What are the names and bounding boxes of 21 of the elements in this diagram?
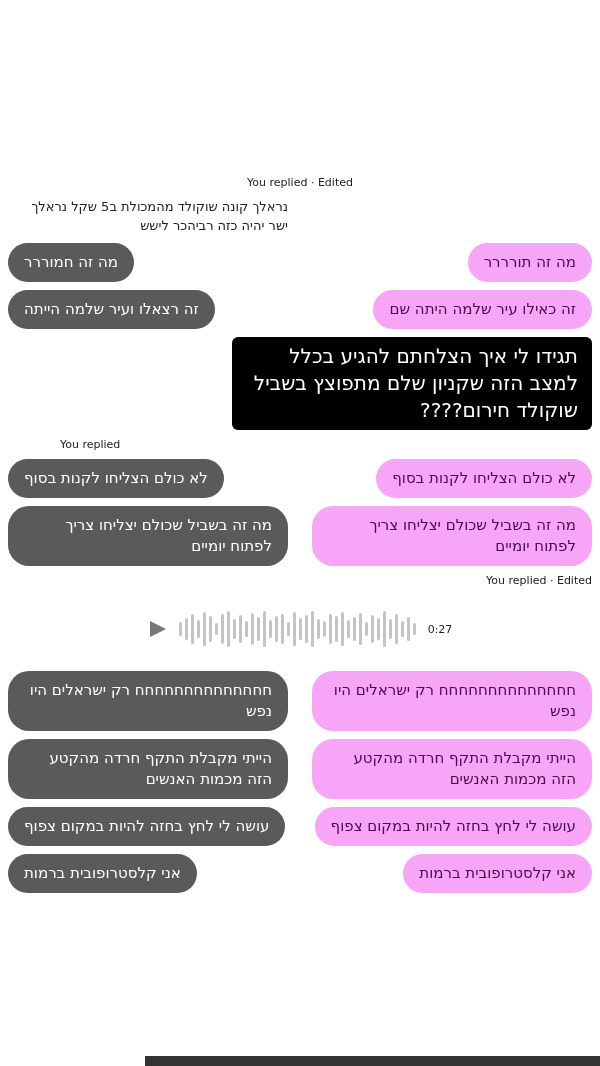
message-bubble: חחחחחחחחחחחחחח רק ישראלים היו נפש bbox=[8, 671, 288, 731]
message-text: נראלך קונה שוקולד מהמכולת ב5 שקל נראלך ישר יהיה כזה רביהכר לישש bbox=[30, 198, 288, 235]
message-bubble: עושה לי לחץ בחזה להיות במקום צפוף bbox=[8, 807, 286, 846]
message-bubble: זה רצאלו ועיר שלמה הייתה bbox=[8, 290, 215, 329]
audio-duration: 0:27 bbox=[427, 622, 453, 636]
reply-status: You replied · Edited bbox=[247, 176, 353, 189]
message-bubble: לא כולם הצליחו לקנות בסוף bbox=[8, 459, 224, 498]
message-bubble: הייתי מקבלת התקף חרדה מהקטע הזה מכמות האנשים bbox=[8, 739, 288, 799]
message-bubble: מה זה חמוררר bbox=[8, 243, 134, 282]
message-bubble: תגידו לי איך הצלחתם להגיע בכלל למצב הזה שקניון שלם מתפוצץ בשביל שוקולד חירום???? bbox=[232, 337, 592, 430]
message-bubble: חחחחחחחחחחחחחח רק ישראלים היו נפש bbox=[312, 671, 592, 731]
message-bubble: הייתי מקבלת התקף חרדה מהקטע הזה מכמות האנשים bbox=[312, 739, 592, 799]
message-bubble: מה זה בשביל שכולם יצליחו צריך לפתוח יומיים bbox=[8, 506, 288, 566]
message-bubble: אני קלסטרופובית ברמות bbox=[8, 854, 197, 893]
message-bubble: לא כולם הצליחו לקנות בסוף bbox=[376, 459, 592, 498]
message-bubble: עושה לי לחץ בחזה להיות במקום צפוף bbox=[314, 807, 592, 846]
reply-status: You replied · Edited bbox=[486, 574, 592, 587]
message-bubble: מה זה תורררר bbox=[467, 243, 592, 282]
message-bubble: זה כאילו עיר שלמה היתה שם bbox=[373, 290, 592, 329]
message-bubble: מה זה בשביל שכולם יצליחו צריך לפתוח יומיים bbox=[312, 506, 592, 566]
message-bubble: אני קלסטרופובית ברמות bbox=[403, 854, 592, 893]
